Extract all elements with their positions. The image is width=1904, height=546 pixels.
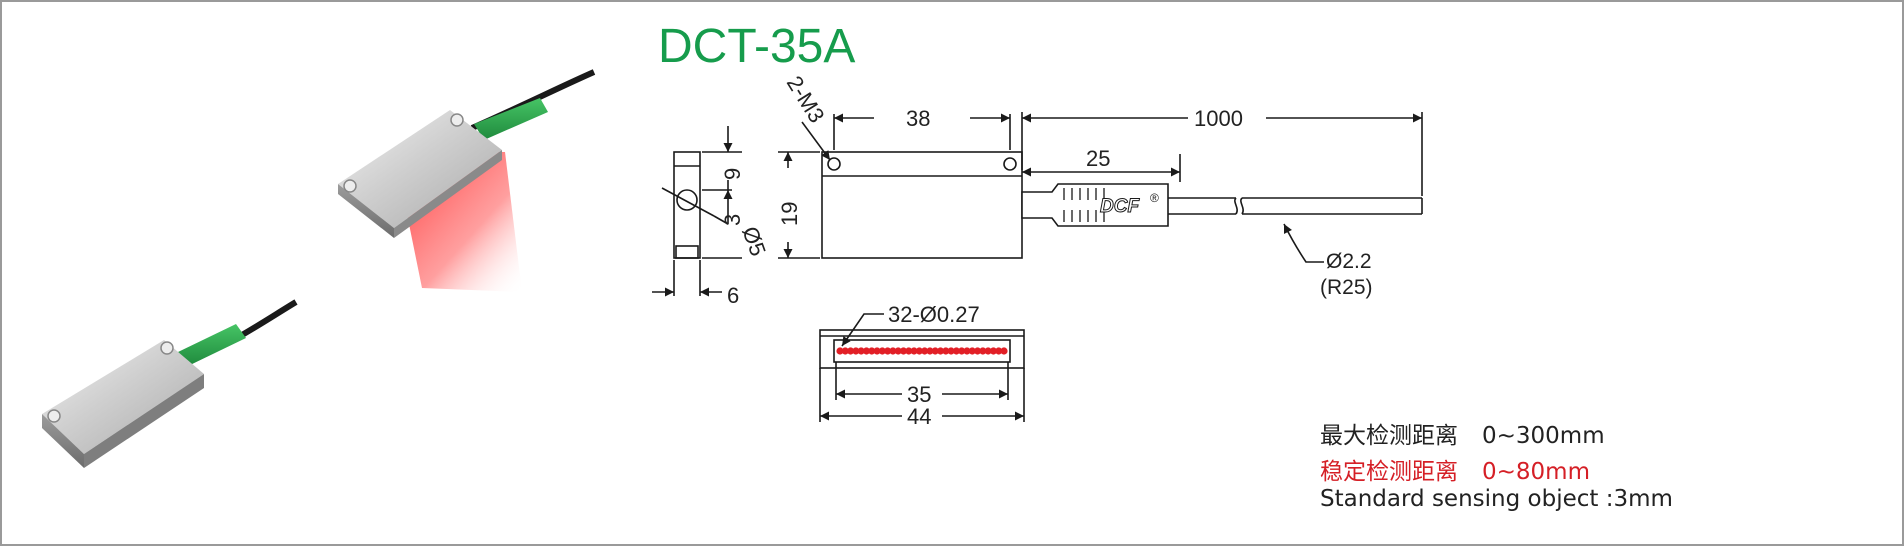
bend-radius: (R25) xyxy=(1320,276,1373,299)
dim-total-height-lines xyxy=(778,151,820,259)
aperture-dot xyxy=(1000,347,1008,355)
aperture-array xyxy=(836,347,1008,355)
mount-holes-label: 2-M3 xyxy=(782,71,830,127)
aperture-dot xyxy=(868,347,876,355)
dim-width: 6 xyxy=(727,283,739,308)
spec-stable-distance-value: 0~80mm xyxy=(1482,459,1590,485)
spec-max-distance-label: 最大检测距离 xyxy=(1320,423,1458,449)
aperture-dot xyxy=(894,347,902,355)
aperture-dot xyxy=(984,347,992,355)
dim-sleeve-length: 25 xyxy=(1086,146,1110,171)
aperture-dot xyxy=(921,347,929,355)
aperture-dot xyxy=(942,347,950,355)
aperture-dot xyxy=(995,347,1003,355)
dim-height-top: 9 xyxy=(720,168,745,180)
aperture-dot xyxy=(857,347,865,355)
aperture-dot xyxy=(979,347,987,355)
aperture-dot xyxy=(884,347,892,355)
aperture-dot xyxy=(905,347,913,355)
model-title: DCT-35A xyxy=(658,20,855,73)
aperture-dot xyxy=(910,347,918,355)
top-view xyxy=(801,112,1423,263)
aperture-dot xyxy=(899,347,908,355)
aperture-dot xyxy=(873,347,881,355)
aperture-dot xyxy=(952,347,960,355)
aperture-dot xyxy=(958,347,966,355)
dim-cable-length: 1000 xyxy=(1194,106,1243,131)
spec-standard-object: Standard sensing object :3mm xyxy=(1320,486,1673,512)
green-sleeve xyxy=(474,98,548,140)
aperture-dot xyxy=(963,347,971,355)
mount-hole xyxy=(47,409,61,423)
mount-hole xyxy=(450,113,464,127)
side-view xyxy=(652,126,742,297)
sensor-body-outline xyxy=(821,151,1023,259)
aperture-dot xyxy=(846,347,855,355)
dim-height-total: 19 xyxy=(777,202,802,226)
product-photo-lower xyxy=(42,299,298,468)
mount-hole xyxy=(343,179,357,193)
spec-max-distance: 最大检测距离 0~300mm xyxy=(1320,416,1605,450)
dim-array-length: 35 xyxy=(907,382,931,407)
aperture-dot xyxy=(936,347,945,355)
aperture-dot xyxy=(852,347,860,355)
dim-height-bottom: 3 xyxy=(720,214,745,226)
aperture-dot xyxy=(862,347,871,355)
dim-hole-diameter: Ø5 xyxy=(737,223,771,259)
aperture-dot xyxy=(973,347,982,355)
brand-registered-mark: ® xyxy=(1150,191,1159,205)
aperture-dot xyxy=(915,347,923,355)
aperture-dot xyxy=(947,347,955,355)
aperture-dot xyxy=(878,347,886,355)
hole-circle xyxy=(676,189,698,211)
sensor-top-face xyxy=(42,340,204,454)
product-photo-upper xyxy=(338,69,596,292)
sensor-top-face xyxy=(338,110,502,228)
brand-logo: DCF xyxy=(1100,196,1140,217)
green-sleeve xyxy=(178,324,246,366)
aperture-dot xyxy=(926,347,934,355)
cable-diameter: Ø2.2 xyxy=(1326,250,1372,273)
aperture-dot xyxy=(989,347,998,355)
spec-max-distance-value: 0~300mm xyxy=(1482,423,1605,449)
dim-hole-pitch: 38 xyxy=(906,106,930,131)
mount-hole xyxy=(160,341,174,355)
aperture-dot xyxy=(836,347,844,355)
aperture-dot xyxy=(889,347,897,355)
mount-hole-left xyxy=(827,157,841,171)
aperture-dot xyxy=(968,347,976,355)
dim-total-length: 44 xyxy=(907,404,931,429)
aperture-label: 32-Ø0.27 xyxy=(888,302,980,327)
aperture-dot xyxy=(931,347,939,355)
spec-stable-distance-label: 稳定检测距离 xyxy=(1320,459,1458,485)
mount-hole-right xyxy=(1003,157,1017,171)
spec-stable-distance: 稳定检测距离 0~80mm xyxy=(1320,452,1590,486)
aperture-dot xyxy=(841,347,849,355)
